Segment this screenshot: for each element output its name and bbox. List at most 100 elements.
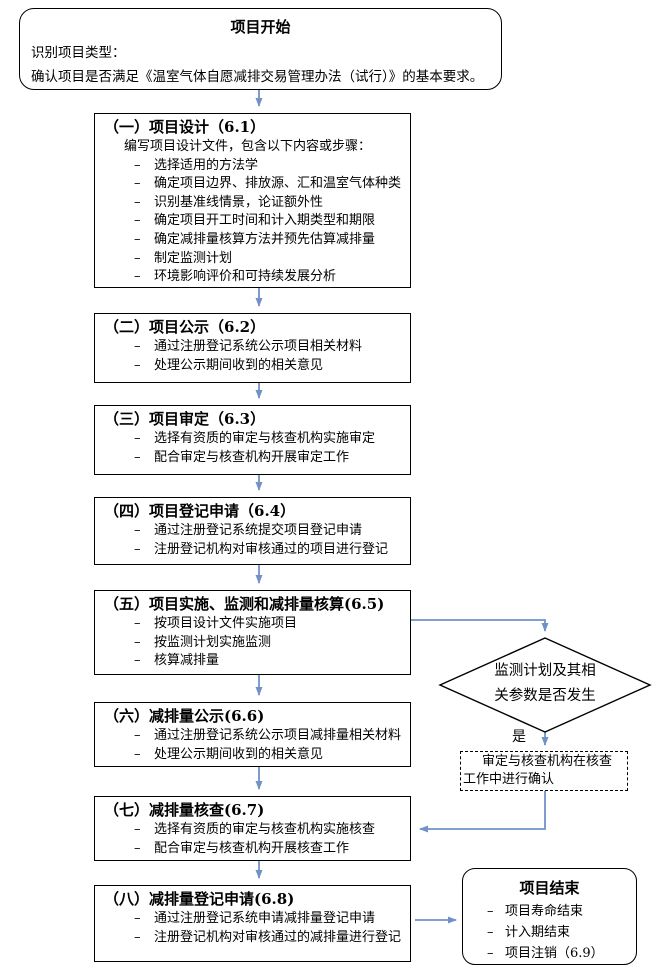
decision-line: 关参数是否发生 <box>494 688 596 704</box>
start-line: 识别项目类型： <box>31 45 126 61</box>
item-dash: – <box>134 523 141 538</box>
step-box-project-design: （一）项目设计（6.1） 编写项目设计文件，包含以下内容或步骤： –选择适用的方… <box>94 113 411 288</box>
item-dash: – <box>134 357 141 373</box>
decision-line: 监测计划及其相 <box>494 663 596 679</box>
step-item: –选择有资质的审定与核查机构实施审定 <box>95 430 410 449</box>
item-text: 选择适用的方法学 <box>154 157 259 173</box>
arrow-step5-to-decision <box>411 619 549 632</box>
step-box-project-validation: （三）项目审定（6.3） –选择有资质的审定与核查机构实施审定 –配合审定与核查… <box>94 405 411 475</box>
item-text: 确定减排量核算方法并预先估算减排量 <box>154 231 376 247</box>
item-dash: – <box>134 728 141 743</box>
end-title: 项目结束 <box>519 879 580 897</box>
item-text: 核算减排量 <box>154 653 220 669</box>
item-dash: – <box>487 946 494 961</box>
item-text: 处理公示期间收到的相关意见 <box>154 746 324 762</box>
item-dash: – <box>134 616 141 631</box>
end-item: –计入期结束 <box>463 922 636 943</box>
step-item: –按监测计划实施监测 <box>95 634 410 653</box>
item-text: 通过注册登记系统公示项目减排量相关材料 <box>154 728 402 743</box>
item-dash: – <box>134 431 141 446</box>
step-title: （一）项目设计（6.1） <box>104 118 266 136</box>
item-dash: – <box>487 904 494 919</box>
step-item: –处理公示期间收到的相关意见 <box>95 357 410 376</box>
item-text: 确定项目边界、排放源、汇和温室气体种类 <box>154 176 402 192</box>
item-text: 按监测计划实施监测 <box>154 634 272 650</box>
step-item: –通过注册登记系统公示项目减排量相关材料 <box>95 727 410 746</box>
item-dash: – <box>134 653 141 669</box>
item-text: 环境影响评价和可持续发展分析 <box>154 269 337 285</box>
end-item: –项目注销（6.9） <box>463 943 636 964</box>
step-item: –按项目设计文件实施项目 <box>95 615 410 634</box>
item-dash: – <box>134 634 141 650</box>
step-item: –环境影响评价和可持续发展分析 <box>95 268 410 287</box>
decision-text: 监测计划及其相 关参数是否发生 <box>440 659 650 709</box>
item-dash: – <box>134 269 141 285</box>
item-text: 注册登记机构对审核通过的减排量进行登记 <box>154 929 402 945</box>
item-dash: – <box>134 911 141 926</box>
step-title: （七）减排量核查(6.7) <box>104 801 265 819</box>
step-item: –制定监测计划 <box>95 250 410 269</box>
start-lines: 识别项目类型： 确认项目是否满足《温室气体自愿减排交易管理办法（试行）》的基本要… <box>20 35 501 89</box>
step-item: –注册登记机构对审核通过的减排量进行登记 <box>95 929 410 948</box>
step-title: （四）项目登记申请（6.4） <box>104 502 296 520</box>
item-text: 识别基准线情景，论证额外性 <box>154 194 324 210</box>
note-line: 审定与核查机构在核查 <box>482 754 613 769</box>
item-text: 选择有资质的审定与核查机构实施审定 <box>154 431 376 446</box>
item-dash: – <box>134 176 141 192</box>
item-dash: – <box>134 250 141 266</box>
item-dash: – <box>134 213 141 229</box>
step-item: –配合审定与核查机构开展审定工作 <box>95 449 410 468</box>
decision-yes-label: 是 <box>512 729 526 745</box>
item-text: 注册登记机构对审核通过的项目进行登记 <box>154 541 389 557</box>
step-box-reduction-verification: （七）减排量核查(6.7) –选择有资质的审定与核查机构实施核查 –配合审定与核… <box>94 796 411 861</box>
step-box-project-publicity: （二）项目公示（6.2） –通过注册登记系统公示项目相关材料 –处理公示期间收到… <box>94 313 411 383</box>
step-title: （六）减排量公示(6.6) <box>104 707 265 725</box>
end-items: –项目寿命结束 –计入期结束 –项目注销（6.9） <box>463 896 636 964</box>
item-dash: – <box>134 929 141 945</box>
step-item: –处理公示期间收到的相关意见 <box>95 746 410 765</box>
step-box-implementation-monitoring: （五）项目实施、监测和减排量核算(6.5) –按项目设计文件实施项目 –按监测计… <box>94 590 411 675</box>
item-text: 通过注册登记系统公示项目相关材料 <box>154 339 363 354</box>
start-line: 确认项目是否满足《温室气体自愿减排交易管理办法（试行）》的基本要求。 <box>31 69 484 85</box>
item-dash: – <box>134 541 141 557</box>
item-dash: – <box>487 925 494 940</box>
step-item: –核算减排量 <box>95 652 410 671</box>
item-text: 计入期结束 <box>505 925 571 940</box>
verification-note-box: 审定与核查机构在核查 工作中进行确认 <box>460 751 628 791</box>
item-text: 处理公示期间收到的相关意见 <box>154 357 324 373</box>
item-dash: – <box>134 840 141 856</box>
step-title: （八）减排量登记申请(6.8) <box>104 890 295 908</box>
step-item: –确定项目开工时间和计入期类型和期限 <box>95 212 410 231</box>
item-dash: – <box>134 449 141 465</box>
item-dash: – <box>134 194 141 210</box>
item-text: 项目注销（6.9） <box>505 946 604 961</box>
step-item: –确定项目边界、排放源、汇和温室气体种类 <box>95 175 410 194</box>
step-box-reduction-publicity: （六）减排量公示(6.6) –通过注册登记系统公示项目减排量相关材料 –处理公示… <box>94 702 411 767</box>
item-text: 按项目设计文件实施项目 <box>154 616 298 631</box>
step-item: –确定减排量核算方法并预先估算减排量 <box>95 231 410 250</box>
start-title: 项目开始 <box>230 18 291 36</box>
item-dash: – <box>134 746 141 762</box>
step-item: –通过注册登记系统申请减排量登记申请 <box>95 910 410 929</box>
item-text: 通过注册登记系统申请减排量登记申请 <box>154 911 376 926</box>
item-text: 制定监测计划 <box>154 250 233 266</box>
arrow-note-to-step7 <box>419 791 546 833</box>
note-line: 工作中进行确认 <box>463 772 555 787</box>
item-dash: – <box>134 822 141 837</box>
item-text: 选择有资质的审定与核查机构实施核查 <box>154 822 376 837</box>
item-text: 项目寿命结束 <box>505 904 584 919</box>
step-item: –通过注册登记系统公示项目相关材料 <box>95 338 410 357</box>
item-text: 确定项目开工时间和计入期类型和期限 <box>154 213 376 229</box>
item-dash: – <box>134 157 141 173</box>
step-title: （二）项目公示（6.2） <box>104 318 266 336</box>
start-box: 项目开始 识别项目类型： 确认项目是否满足《温室气体自愿减排交易管理办法（试行）… <box>19 8 502 90</box>
step-item: –选择有资质的审定与核查机构实施核查 <box>95 821 410 840</box>
step-item: –配合审定与核查机构开展核查工作 <box>95 840 410 859</box>
step-item: –识别基准线情景，论证额外性 <box>95 194 410 213</box>
item-dash: – <box>134 339 141 354</box>
step-item: –选择适用的方法学 <box>95 157 410 176</box>
decision-diamond <box>438 637 652 733</box>
step-item: –通过注册登记系统提交项目登记申请 <box>95 522 410 541</box>
